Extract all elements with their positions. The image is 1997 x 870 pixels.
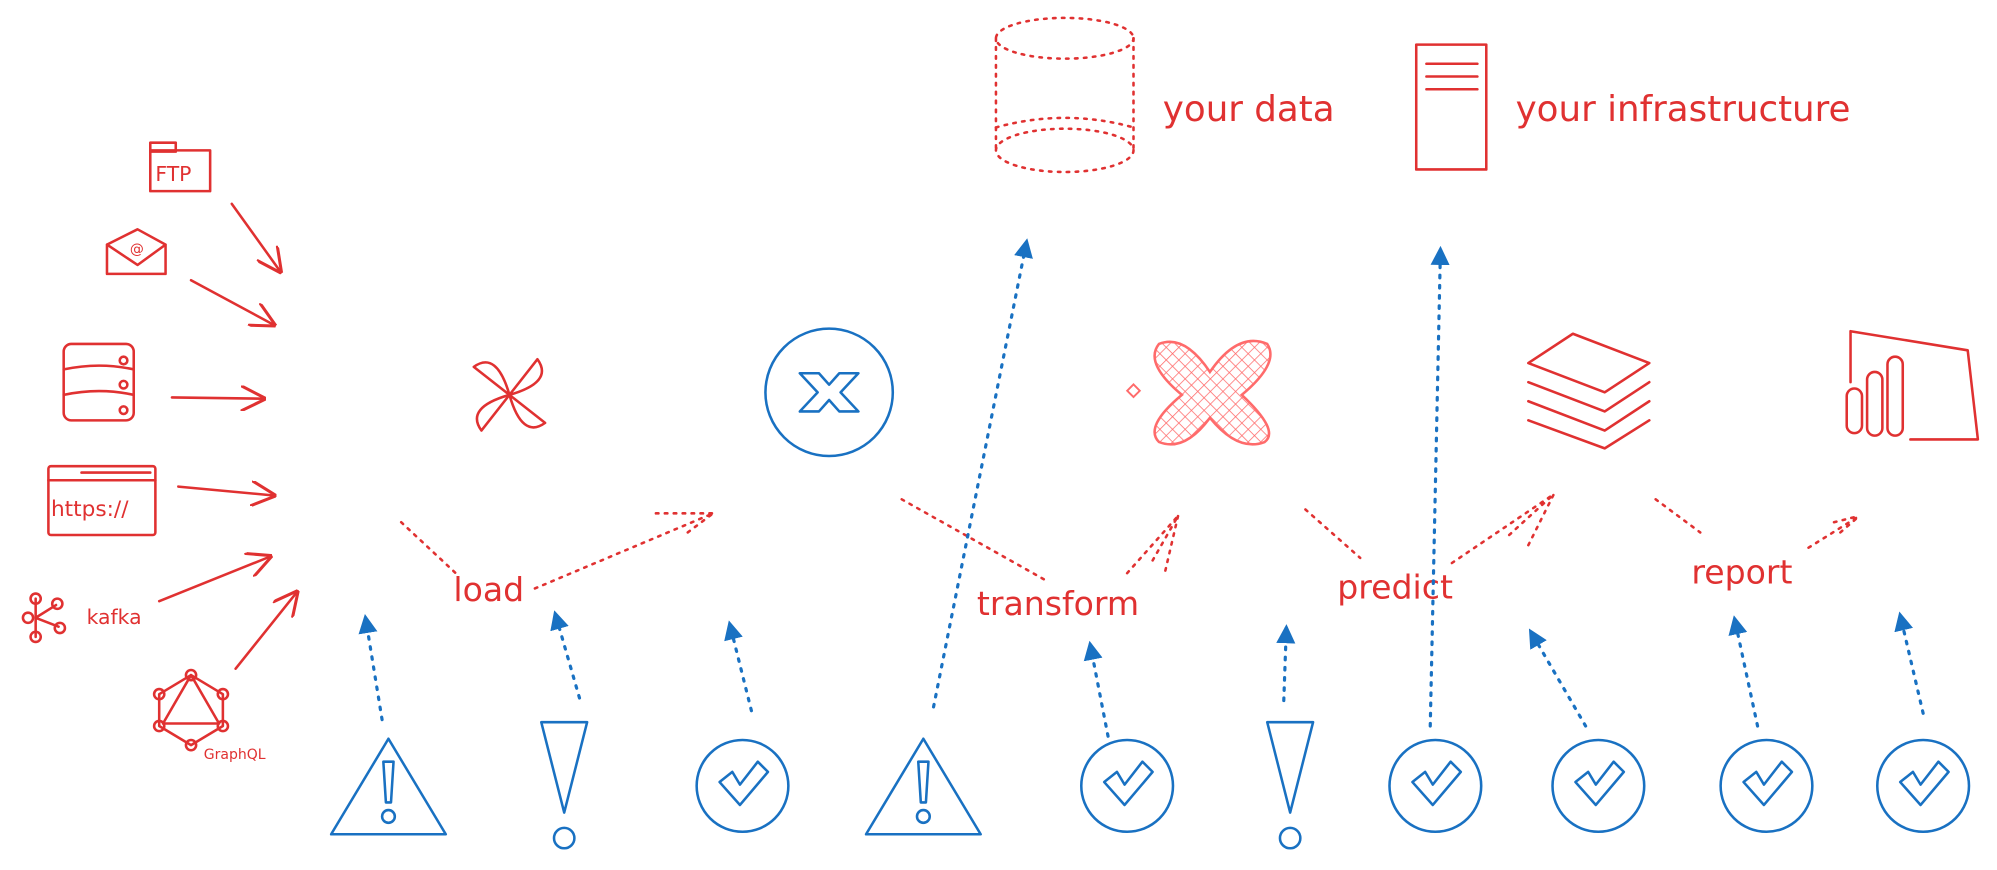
arrow xyxy=(234,592,297,670)
arrow xyxy=(1083,640,1110,738)
stage-label-transform: transform xyxy=(977,584,1139,623)
svg-text:@: @ xyxy=(130,242,144,258)
check-icon xyxy=(1388,738,1483,833)
your-infrastructure-label: your infrastructure xyxy=(1516,89,1851,130)
check-icon xyxy=(695,738,790,833)
stage-connectors xyxy=(399,492,1861,590)
source-arrows xyxy=(157,202,297,670)
your-data-label: your data xyxy=(1163,89,1335,130)
arrow xyxy=(1428,245,1450,728)
stage-label-report: report xyxy=(1691,552,1792,591)
stage-label-predict: predict xyxy=(1337,568,1453,607)
ftp-folder-icon: FTP xyxy=(149,141,212,193)
arrow xyxy=(931,238,1033,709)
arrow xyxy=(358,613,384,722)
pinwheel-icon xyxy=(472,357,547,432)
arrow xyxy=(230,202,280,272)
check-icon xyxy=(1551,738,1646,833)
check-icon xyxy=(1080,738,1175,833)
exclamation-icon xyxy=(540,720,589,850)
arrow xyxy=(1894,611,1925,715)
arrow xyxy=(1528,628,1588,728)
arrow xyxy=(157,557,270,603)
arrow xyxy=(724,620,754,713)
arrow xyxy=(170,397,264,398)
stage-label-load: load xyxy=(453,570,524,609)
arrow xyxy=(1276,624,1296,703)
warning-icon xyxy=(864,737,982,836)
kafka-icon xyxy=(21,592,67,644)
exclamation-icon xyxy=(1265,720,1315,850)
database-icon xyxy=(62,342,136,422)
server-icon xyxy=(1414,43,1488,171)
arrow xyxy=(1728,615,1760,728)
https-label: https:// xyxy=(51,497,129,522)
check-icon xyxy=(1876,738,1971,833)
arrow xyxy=(550,610,582,700)
check-icon xyxy=(1719,738,1814,833)
layers-icon xyxy=(1527,332,1651,450)
https-browser-icon: https:// xyxy=(47,464,157,537)
kafka-label: kafka xyxy=(87,605,142,629)
graphql-icon xyxy=(152,668,230,752)
bar-chart-icon xyxy=(1845,329,1980,441)
ftp-label: FTP xyxy=(155,162,191,186)
data-cylinder-icon xyxy=(994,16,1135,174)
arrow xyxy=(189,278,274,325)
x-logo-icon xyxy=(1125,339,1272,446)
status-arrows xyxy=(358,238,1925,738)
email-icon: @ xyxy=(105,228,167,276)
arrow xyxy=(177,487,274,496)
warning-icon xyxy=(329,737,448,836)
graphql-label: GraphQL xyxy=(204,747,266,763)
x-circle-icon xyxy=(764,327,895,458)
